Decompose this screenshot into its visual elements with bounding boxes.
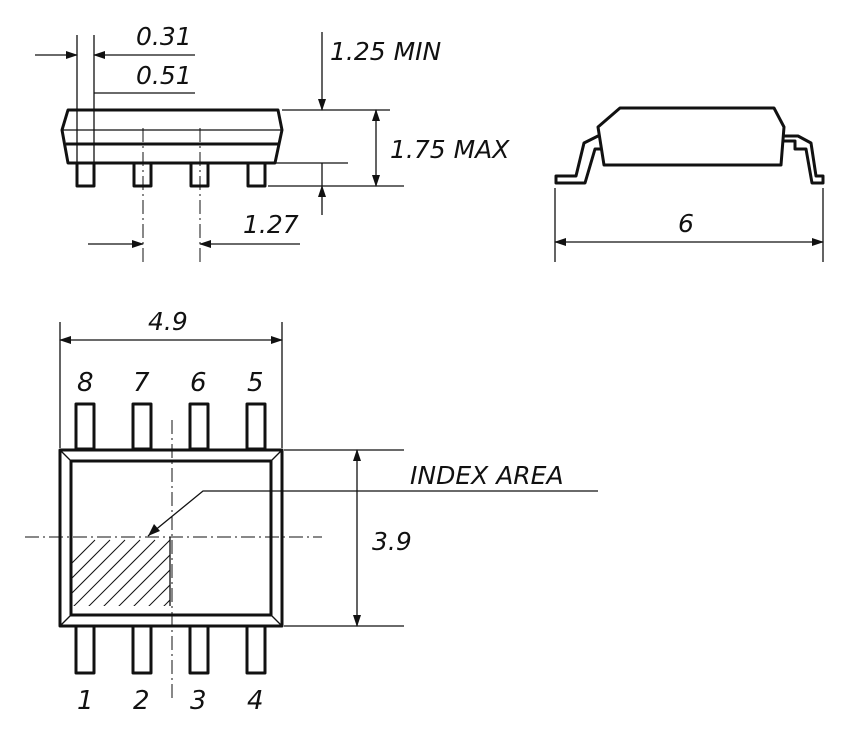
lead-width-max-label: 0.51 bbox=[136, 61, 192, 90]
front-view-leads bbox=[75, 160, 267, 188]
pin-label-4: 4 bbox=[247, 686, 264, 716]
pitch-label: 1.27 bbox=[243, 210, 299, 239]
front-view-body bbox=[60, 108, 284, 165]
index-area-hatch bbox=[71, 539, 170, 606]
height-label: 1.75 MAX bbox=[390, 135, 510, 164]
top-view-body-inner bbox=[69, 459, 273, 617]
top-view bbox=[25, 322, 598, 700]
pin-label-5: 5 bbox=[247, 368, 264, 398]
top-leads bbox=[74, 402, 267, 451]
lead-width-min-label: 0.31 bbox=[136, 22, 192, 51]
overall-width-label: 6 bbox=[678, 209, 694, 238]
side-view-body bbox=[596, 106, 786, 167]
front-view bbox=[35, 32, 404, 262]
standoff-label: 1.25 MIN bbox=[330, 37, 442, 66]
index-leader bbox=[147, 490, 598, 537]
body-length-label: 4.9 bbox=[148, 307, 188, 336]
pin-label-8: 8 bbox=[77, 368, 94, 398]
pin-label-3: 3 bbox=[190, 686, 207, 716]
pin-label-1: 1 bbox=[77, 686, 94, 716]
side-view bbox=[554, 106, 825, 262]
index-area-label: INDEX AREA bbox=[410, 461, 564, 490]
pin-label-7: 7 bbox=[133, 368, 150, 398]
body-width-label: 3.9 bbox=[372, 527, 412, 556]
pin-label-2: 2 bbox=[133, 686, 150, 716]
pin-label-6: 6 bbox=[190, 368, 207, 398]
bottom-leads bbox=[74, 623, 267, 675]
